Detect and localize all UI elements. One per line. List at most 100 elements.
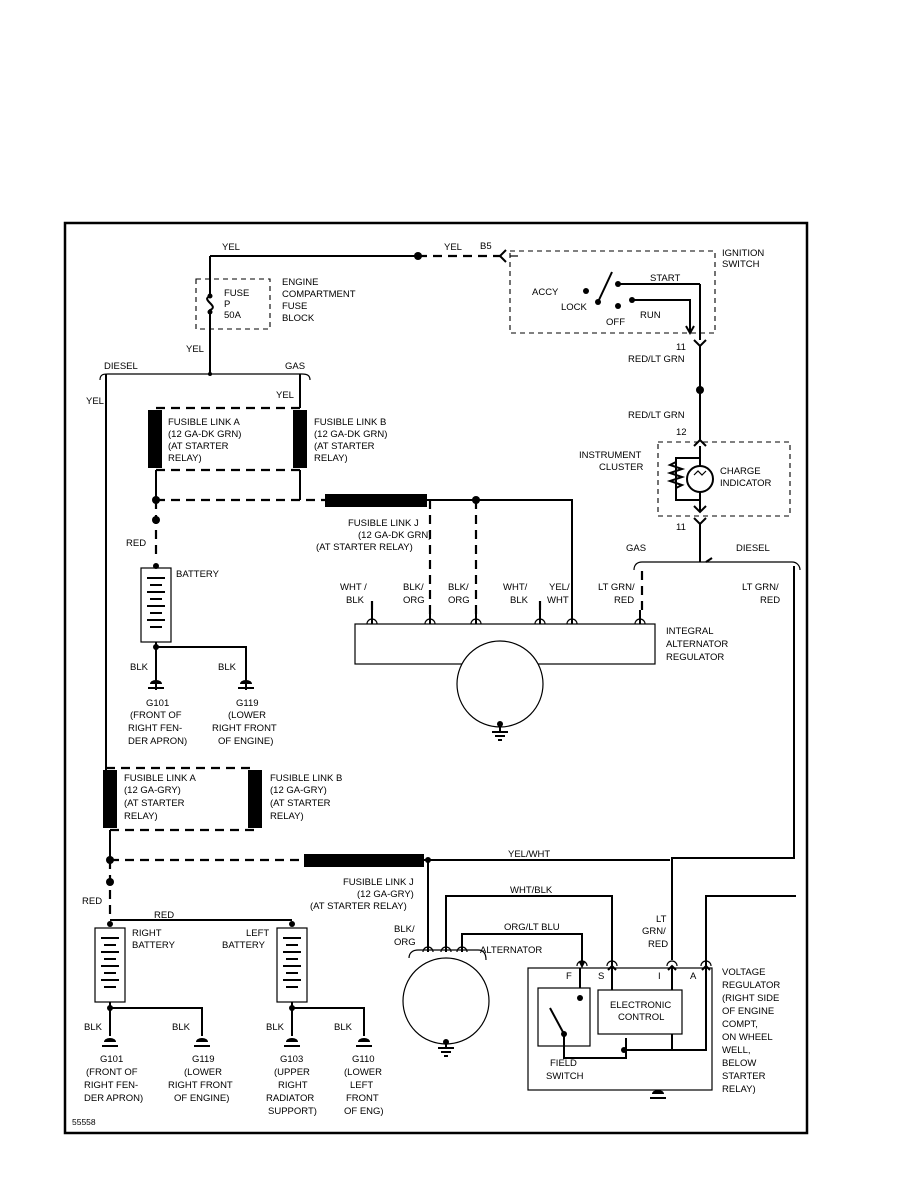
switch-pos-start: START [650,273,680,284]
integral-alternator-regulator [354,566,656,741]
wire-label-blk-d2: BLK [172,1022,191,1033]
fl-b-gas-1: FUSIBLE LINK B [314,417,386,428]
g103-5: SUPPORT) [268,1106,317,1117]
ground-g101-gas [148,680,164,689]
gas-fusible-links [148,406,573,618]
wire-label-yel-diesel: YEL [86,396,104,407]
ignition-switch-label-1: IGNITION [722,248,764,259]
ignition-to-cluster-wire [693,339,707,440]
vr-label-1: VOLTAGE [722,967,765,978]
connector-b5: B5 [480,241,492,252]
fuse-label-2: P [224,299,230,310]
fuse-block-label-2: COMPARTMENT [282,289,356,300]
g119-diesel-3: RIGHT FRONT [168,1080,233,1091]
field-switch-label-1: FIELD [550,1058,577,1069]
vr-label-3: (RIGHT SIDE [722,993,779,1004]
vr-label-7: WELL, [722,1045,751,1056]
diagram-frame [63,221,809,1135]
fl-b-gas-4: RELAY) [314,453,348,464]
wire-label-ltgrn-diesel-2: RED [760,595,780,606]
integral-reg-wire-ltgrn-1: LT GRN/ [598,582,635,593]
g119-diesel-1: G119 [192,1054,215,1065]
ignition-switch [509,250,716,340]
instrument-cluster [657,438,791,517]
switch-pos-accy: ACCY [532,287,559,298]
diesel-gas-split-top [99,372,311,770]
g110-1: G110 [352,1054,375,1065]
cluster-output-split [633,517,801,960]
switch-pos-lock: LOCK [561,302,588,313]
split-label-gas: GAS [285,361,305,372]
fl-a-gas-2: (12 GA-DK GRN) [168,429,241,440]
alternator-label: ALTERNATOR [480,945,542,956]
fuse-block-label-4: BLOCK [282,313,315,324]
wire-label-blk-d4: BLK [334,1022,353,1033]
g101-gas-2: (FRONT OF [130,710,182,721]
ground-g110 [356,1038,372,1047]
g119-gas-1: G119 [236,698,259,709]
fl-b-diesel-3: (AT STARTER [270,798,331,809]
wire-label-ltgrn-diesel-1: LT GRN/ [742,582,779,593]
fl-a-gas-1: FUSIBLE LINK A [168,417,240,428]
wire-label-yelwht-diesel: YEL/WHT [508,849,550,860]
integral-reg-label-3: REGULATOR [666,652,724,663]
g101-diesel-3: RIGHT FEN- [84,1080,138,1091]
left-battery-label-2: BATTERY [222,940,266,951]
vr-terminal-i: I [658,971,661,982]
integral-reg-wire-whtblk-1: WHT/ [503,582,528,593]
ground-g101-diesel [102,1038,118,1047]
fl-a-diesel-3: (AT STARTER [124,798,185,809]
g101-gas-4: DER APRON) [128,736,187,747]
g119-gas-3: RIGHT FRONT [212,723,277,734]
wire-label-yel-gas: YEL [276,390,294,401]
g101-gas-1: G101 [146,698,169,709]
integral-reg-wire-blkorg1-1: BLK/ [403,582,424,593]
fl-j-gas-3: (AT STARTER RELAY) [316,542,413,553]
ground-g119-gas [238,680,254,689]
electronic-control-label-2: CONTROL [618,1012,664,1023]
wire-label-orgltblu: ORG/LT BLU [504,922,560,933]
wire-label-red-diesel-h: RED [154,910,174,921]
wire-label-red-diesel-v: RED [82,896,102,907]
switch-pos-off: OFF [606,317,625,328]
wire-label-blk-d1: BLK [84,1022,103,1033]
g103-2: (UPPER [274,1067,310,1078]
g110-5: OF ENG) [344,1106,384,1117]
g101-diesel-2: (FRONT OF [86,1067,138,1078]
fl-a-diesel-2: (12 GA-GRY) [124,785,181,796]
wire-label-blk-d3: BLK [266,1022,285,1033]
fuse-label-3: 50A [224,310,242,321]
g119-gas-2: (LOWER [228,710,266,721]
charge-indicator-label-2: INDICATOR [720,478,772,489]
wire-label-redltgrn-1: RED/LT GRN [628,354,685,365]
fl-j-diesel-3: (AT STARTER RELAY) [310,901,407,912]
vr-terminal-s: S [598,971,604,982]
yel-feed-wire [209,249,507,288]
split-label-gas-cluster: GAS [626,543,646,554]
integral-reg-wire-wht-1: WHT / [340,582,367,593]
wire-label-whtblk-diesel: WHT/BLK [510,885,553,896]
fl-a-gas-4: RELAY) [168,453,202,464]
fl-a-gas-3: (AT STARTER [168,441,229,452]
fuse-block-label-3: FUSE [282,301,307,312]
ignition-switch-label-2: SWITCH [722,259,760,270]
g110-4: FRONT [346,1093,379,1104]
fl-j-diesel-2: (12 GA-GRY) [357,889,414,900]
vr-label-2: REGULATOR [722,980,780,991]
vr-terminal-a: A [690,971,697,982]
fuse-label-1: FUSE [224,288,249,299]
fl-j-gas-2: (12 GA-DK GRN) [358,530,431,541]
fl-b-gas-3: (AT STARTER [314,441,375,452]
g119-diesel-2: (LOWER [184,1067,222,1078]
field-switch-label-2: SWITCH [546,1071,584,1082]
diesel-alternator [402,895,613,1057]
integral-reg-wire-yelwht-1: YEL/ [549,582,570,593]
pin-11-bottom: 11 [676,522,686,533]
split-label-diesel: DIESEL [104,361,138,372]
wire-label-blkorg-diesel-1: BLK/ [394,924,415,935]
ground-g103 [284,1038,300,1047]
g103-3: RIGHT [278,1080,308,1091]
wire-label-ltgrnred-vr-1: LT [656,914,667,925]
gas-battery [140,563,247,690]
